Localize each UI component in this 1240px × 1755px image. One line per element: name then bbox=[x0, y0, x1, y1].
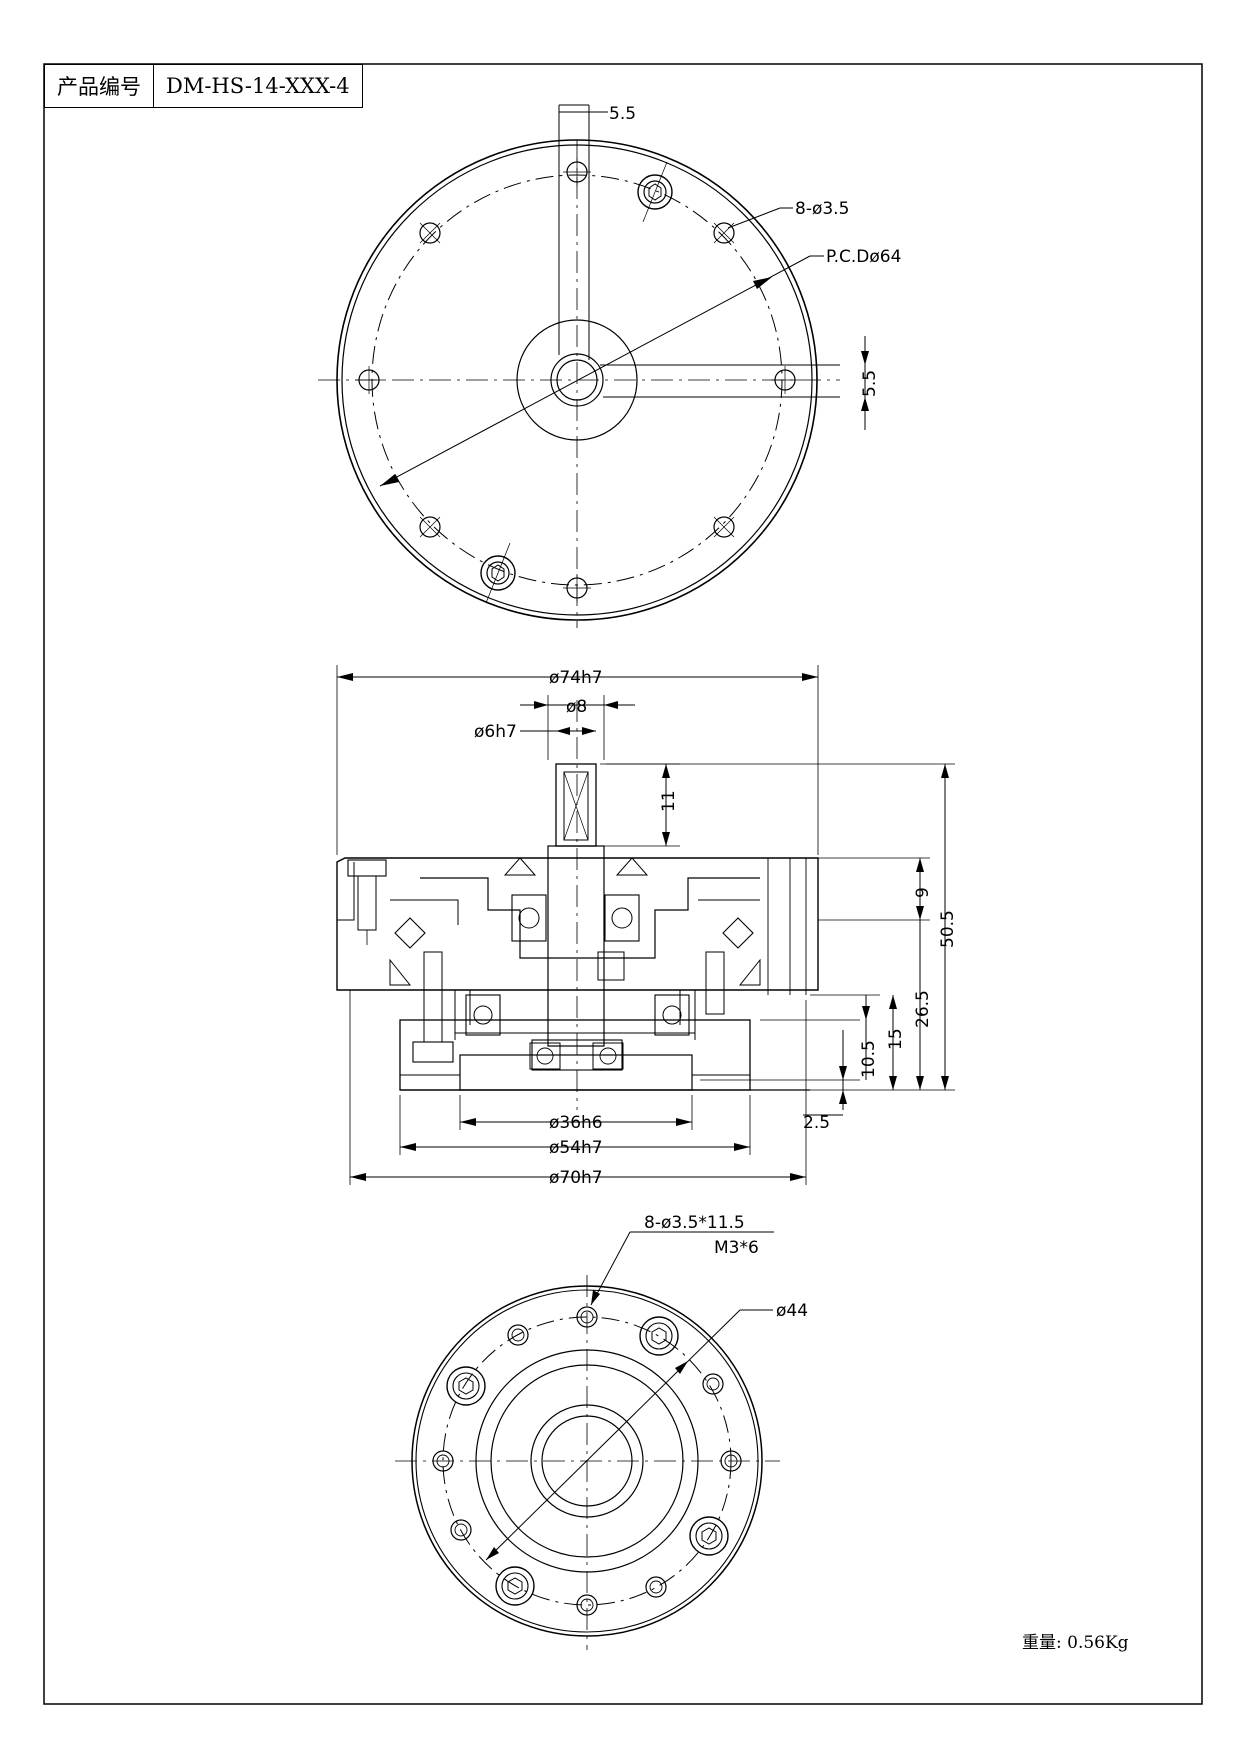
dim-shaft-6: ø6h7 bbox=[474, 722, 517, 742]
top-screw-head bbox=[480, 542, 516, 604]
dim-shaft-8: ø8 bbox=[566, 697, 587, 717]
product-no-value: DM-HS-14-XXX-4 bbox=[153, 65, 362, 107]
top-hole bbox=[563, 158, 591, 186]
top-dim-slot: 5.5 bbox=[609, 104, 636, 124]
bottom-view bbox=[395, 1231, 780, 1650]
top-hole bbox=[563, 574, 591, 602]
top-hole bbox=[419, 516, 441, 538]
dim-26-5: 26.5 bbox=[913, 990, 933, 1028]
bearing bbox=[529, 1042, 561, 1070]
bearing bbox=[592, 1042, 624, 1070]
drawing-frame bbox=[43, 63, 1203, 1705]
cross-roller bbox=[722, 917, 754, 949]
top-dim-holes: 8-ø3.5 bbox=[795, 199, 849, 219]
dim-36: ø36h6 bbox=[549, 1113, 603, 1133]
top-hole bbox=[713, 222, 735, 244]
top-hole bbox=[771, 366, 799, 394]
product-no-label: 产品编号 bbox=[57, 75, 141, 99]
top-hole bbox=[713, 516, 735, 538]
bottom-dim-thread: M3*6 bbox=[714, 1238, 759, 1258]
top-dim-pcd: P.C.Dø64 bbox=[826, 247, 901, 267]
top-dim-keyway: 5.5 bbox=[860, 370, 880, 397]
bottom-dim-holes: 8-ø3.5*11.5 bbox=[644, 1213, 745, 1233]
dim-11: 11 bbox=[659, 790, 679, 812]
dim-70: ø70h7 bbox=[549, 1168, 603, 1188]
screw bbox=[705, 951, 725, 1015]
bearing bbox=[465, 994, 501, 1036]
section-view bbox=[336, 665, 955, 1185]
dim-outer-74: ø74h7 bbox=[549, 668, 603, 688]
top-hole bbox=[355, 366, 383, 394]
dim-2-5: 2.5 bbox=[803, 1113, 830, 1133]
bottom-dim-pcd: ø44 bbox=[776, 1301, 808, 1321]
screw bbox=[412, 951, 454, 1063]
dim-9: 9 bbox=[913, 887, 933, 898]
top-view bbox=[318, 104, 869, 628]
screw bbox=[347, 859, 387, 945]
top-hole bbox=[419, 222, 441, 244]
bearing bbox=[654, 994, 690, 1036]
title-block: 产品编号 DM-HS-14-XXX-4 bbox=[44, 64, 363, 108]
section-flange bbox=[336, 857, 819, 991]
dim-54: ø54h7 bbox=[549, 1138, 603, 1158]
cross-roller bbox=[394, 917, 426, 949]
top-screw-head bbox=[637, 161, 673, 223]
dim-50-5: 50.5 bbox=[938, 910, 958, 948]
weight-note: 重量: 0.56Kg bbox=[1022, 1633, 1129, 1653]
dim-15: 15 bbox=[886, 1028, 906, 1050]
dim-10-5: 10.5 bbox=[859, 1040, 879, 1078]
bearing bbox=[511, 894, 547, 942]
bearing bbox=[604, 894, 640, 942]
section-shaft-body bbox=[547, 845, 605, 1047]
